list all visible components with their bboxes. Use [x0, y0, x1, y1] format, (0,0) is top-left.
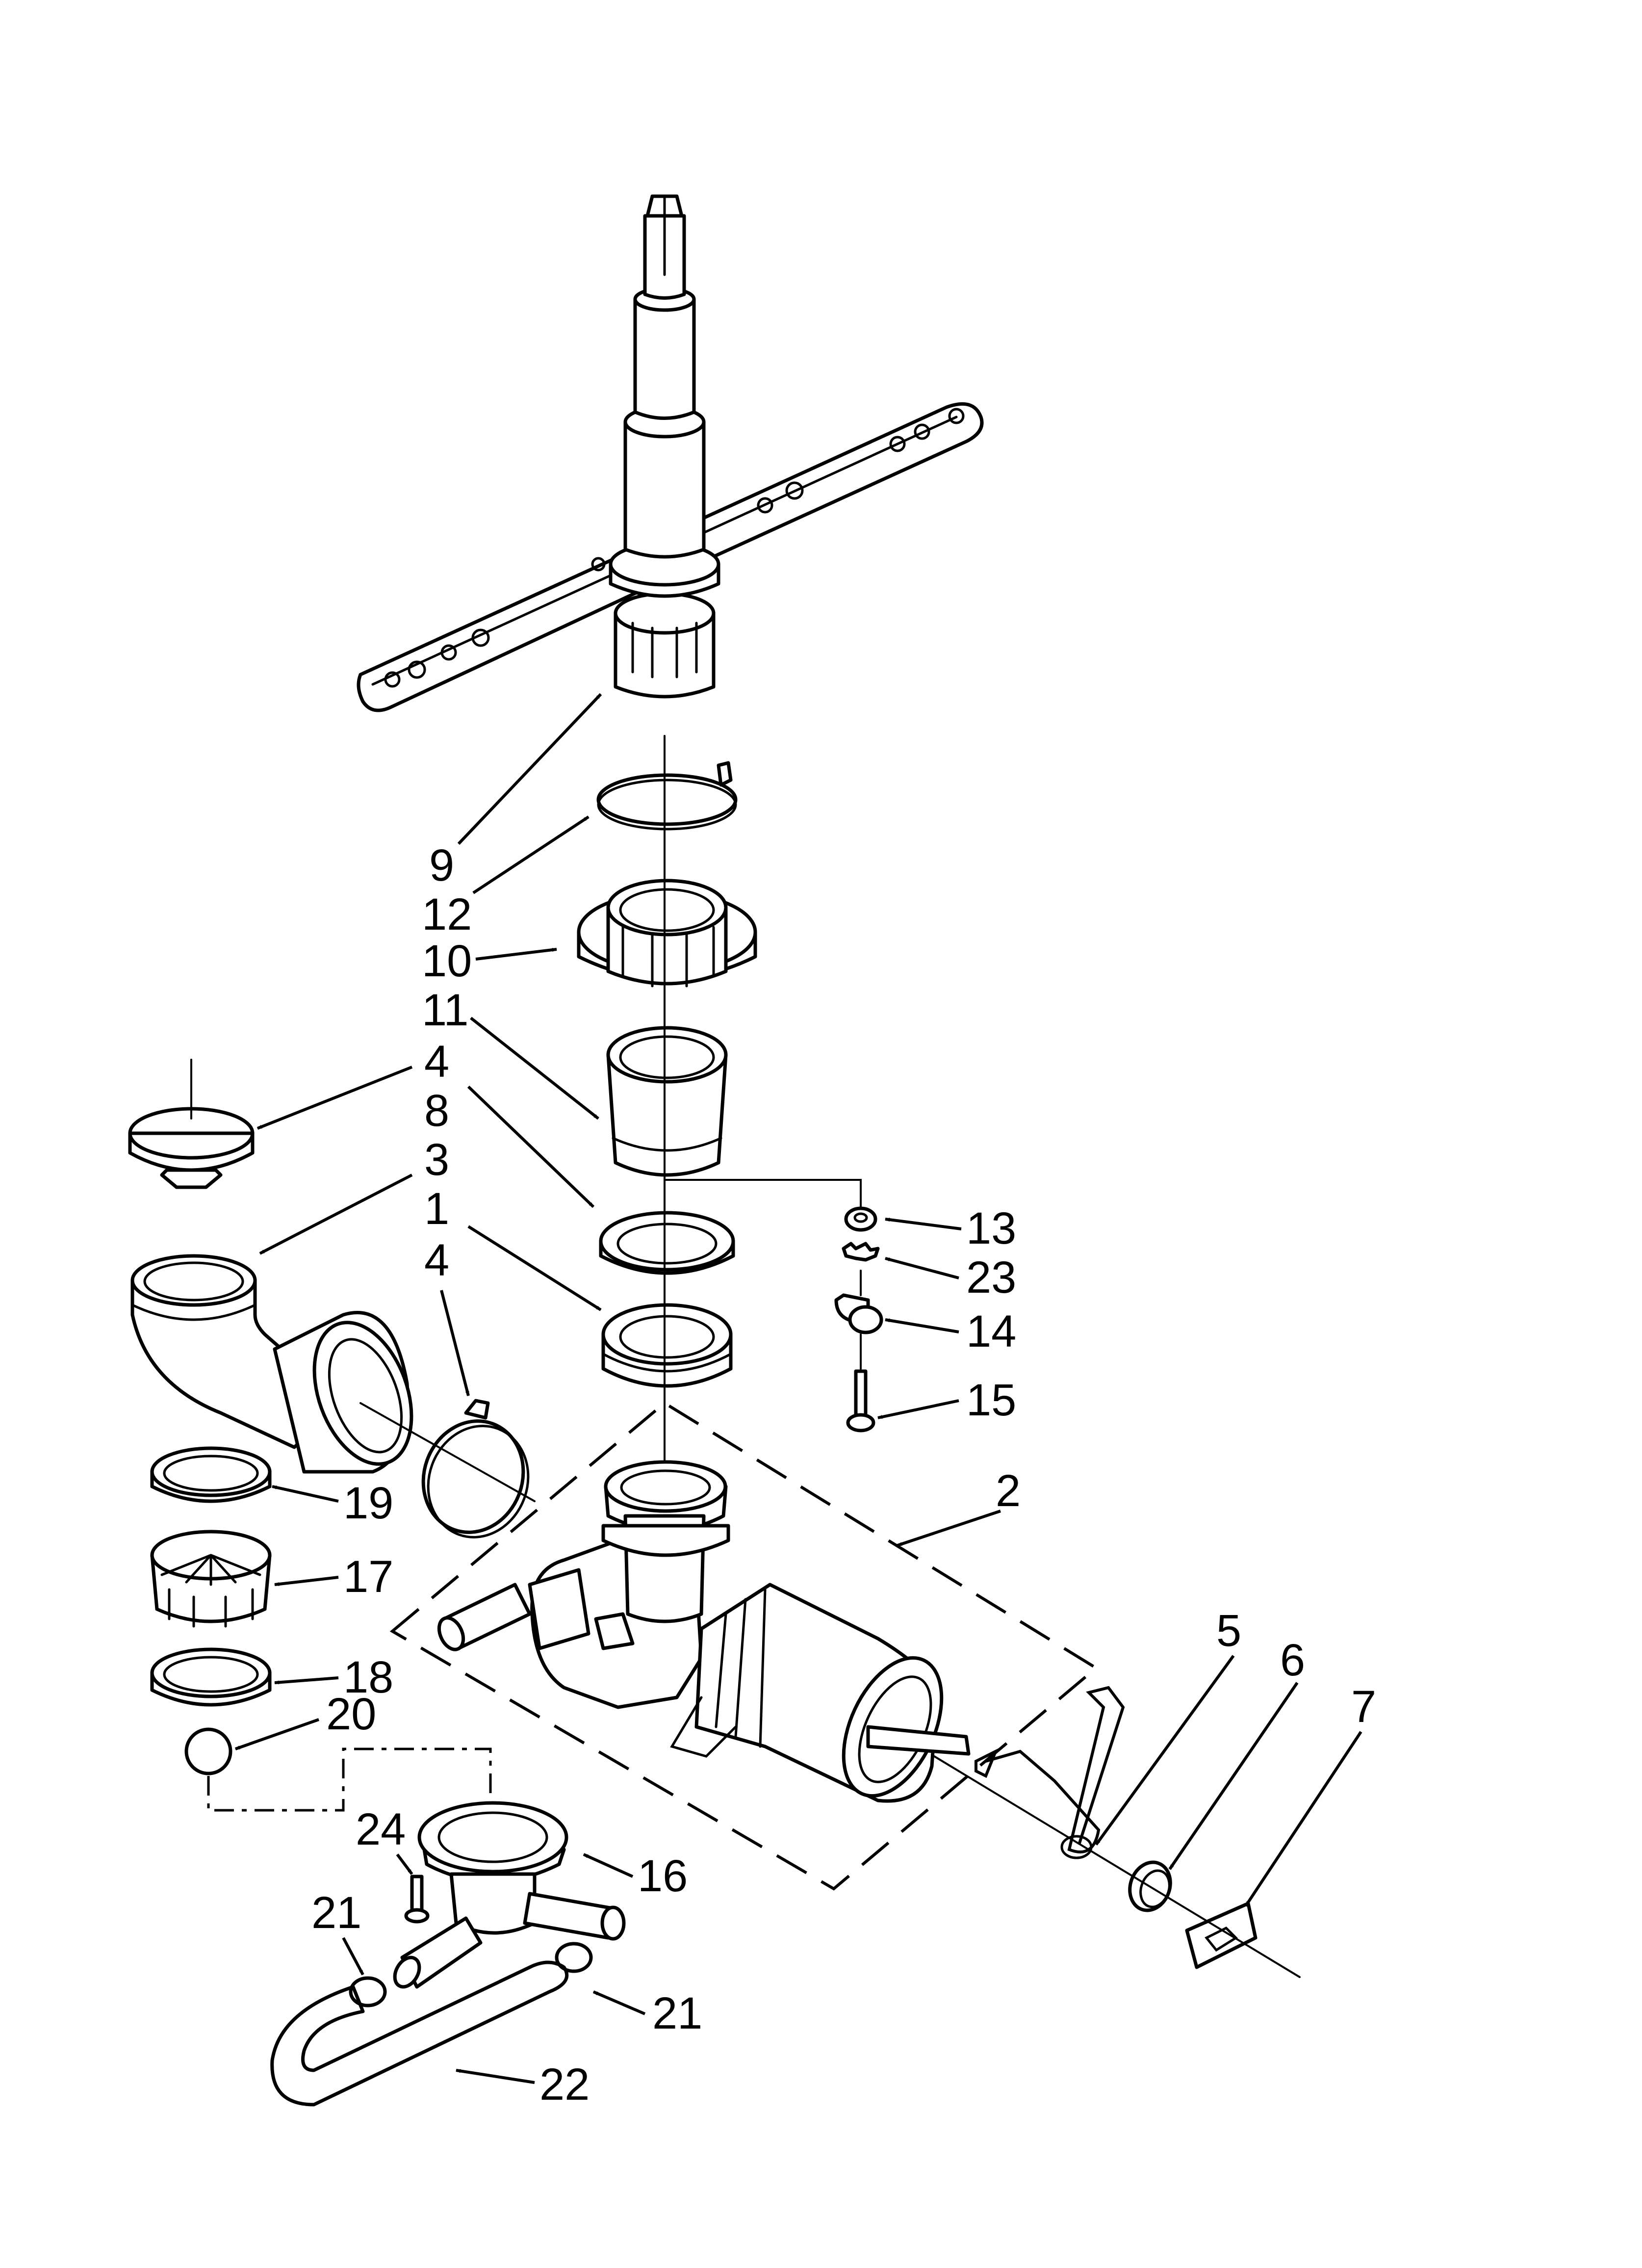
- callout-22: 22: [539, 2059, 590, 2110]
- callout-23: 23: [966, 1252, 1016, 1303]
- callout-4-upper: 4: [424, 1037, 449, 1087]
- ring-seal-18: [150, 1647, 272, 1707]
- filter-screen: [150, 1530, 272, 1628]
- callout-1: 1: [424, 1184, 449, 1234]
- small-hardware: [664, 1179, 883, 1433]
- sump-assembly: [393, 1801, 626, 1989]
- callout-12: 12: [422, 889, 472, 939]
- snap-ring: [596, 761, 738, 831]
- hose-clamp-upper: [128, 1059, 255, 1189]
- gasket: [601, 1303, 733, 1388]
- seal-ring: [599, 1211, 735, 1275]
- callout-4-lower: 4: [424, 1235, 449, 1285]
- callout-labels: 9 12 10 11 4 8 3 1 4 13 23 14 15 2 19 17…: [311, 840, 1376, 2110]
- label-plate: [933, 1755, 1301, 1978]
- check-ball: [184, 1727, 492, 1812]
- elbow-hose: [130, 1254, 413, 1474]
- callout-11: 11: [422, 985, 469, 1035]
- callout-19: 19: [343, 1478, 393, 1528]
- callout-7: 7: [1351, 1682, 1376, 1732]
- lower-spray-arm: [357, 194, 984, 712]
- hose-clamps-21: [349, 1942, 593, 2007]
- ring-seal-19: [150, 1446, 272, 1503]
- callout-21-left: 21: [311, 1888, 361, 1938]
- callout-21-right: 21: [652, 1988, 702, 2038]
- callout-2: 2: [996, 1466, 1021, 1516]
- callout-18: 18: [343, 1652, 393, 1702]
- callout-10: 10: [422, 936, 472, 986]
- callout-17: 17: [343, 1552, 393, 1602]
- leader-lines: [235, 693, 1362, 2084]
- callout-8: 8: [424, 1086, 449, 1136]
- hose-clamp-lower: [359, 1399, 536, 1538]
- callout-15: 15: [966, 1375, 1016, 1425]
- screw: [404, 1875, 430, 1924]
- callout-9: 9: [429, 840, 454, 890]
- callout-6: 6: [1280, 1635, 1305, 1685]
- callout-13: 13: [966, 1203, 1016, 1253]
- drain-hose: [270, 1960, 569, 2107]
- callout-20: 20: [326, 1689, 376, 1739]
- callout-24: 24: [356, 1804, 406, 1854]
- callout-3: 3: [424, 1135, 449, 1185]
- pump-motor-assembly: [389, 1401, 1099, 1891]
- wire-bracket: [975, 1686, 1125, 1859]
- filter-housing: [577, 879, 757, 988]
- filter-cup: [606, 1026, 728, 1177]
- callout-16: 16: [638, 1851, 688, 1901]
- callout-5: 5: [1216, 1606, 1241, 1656]
- callout-14: 14: [966, 1306, 1016, 1356]
